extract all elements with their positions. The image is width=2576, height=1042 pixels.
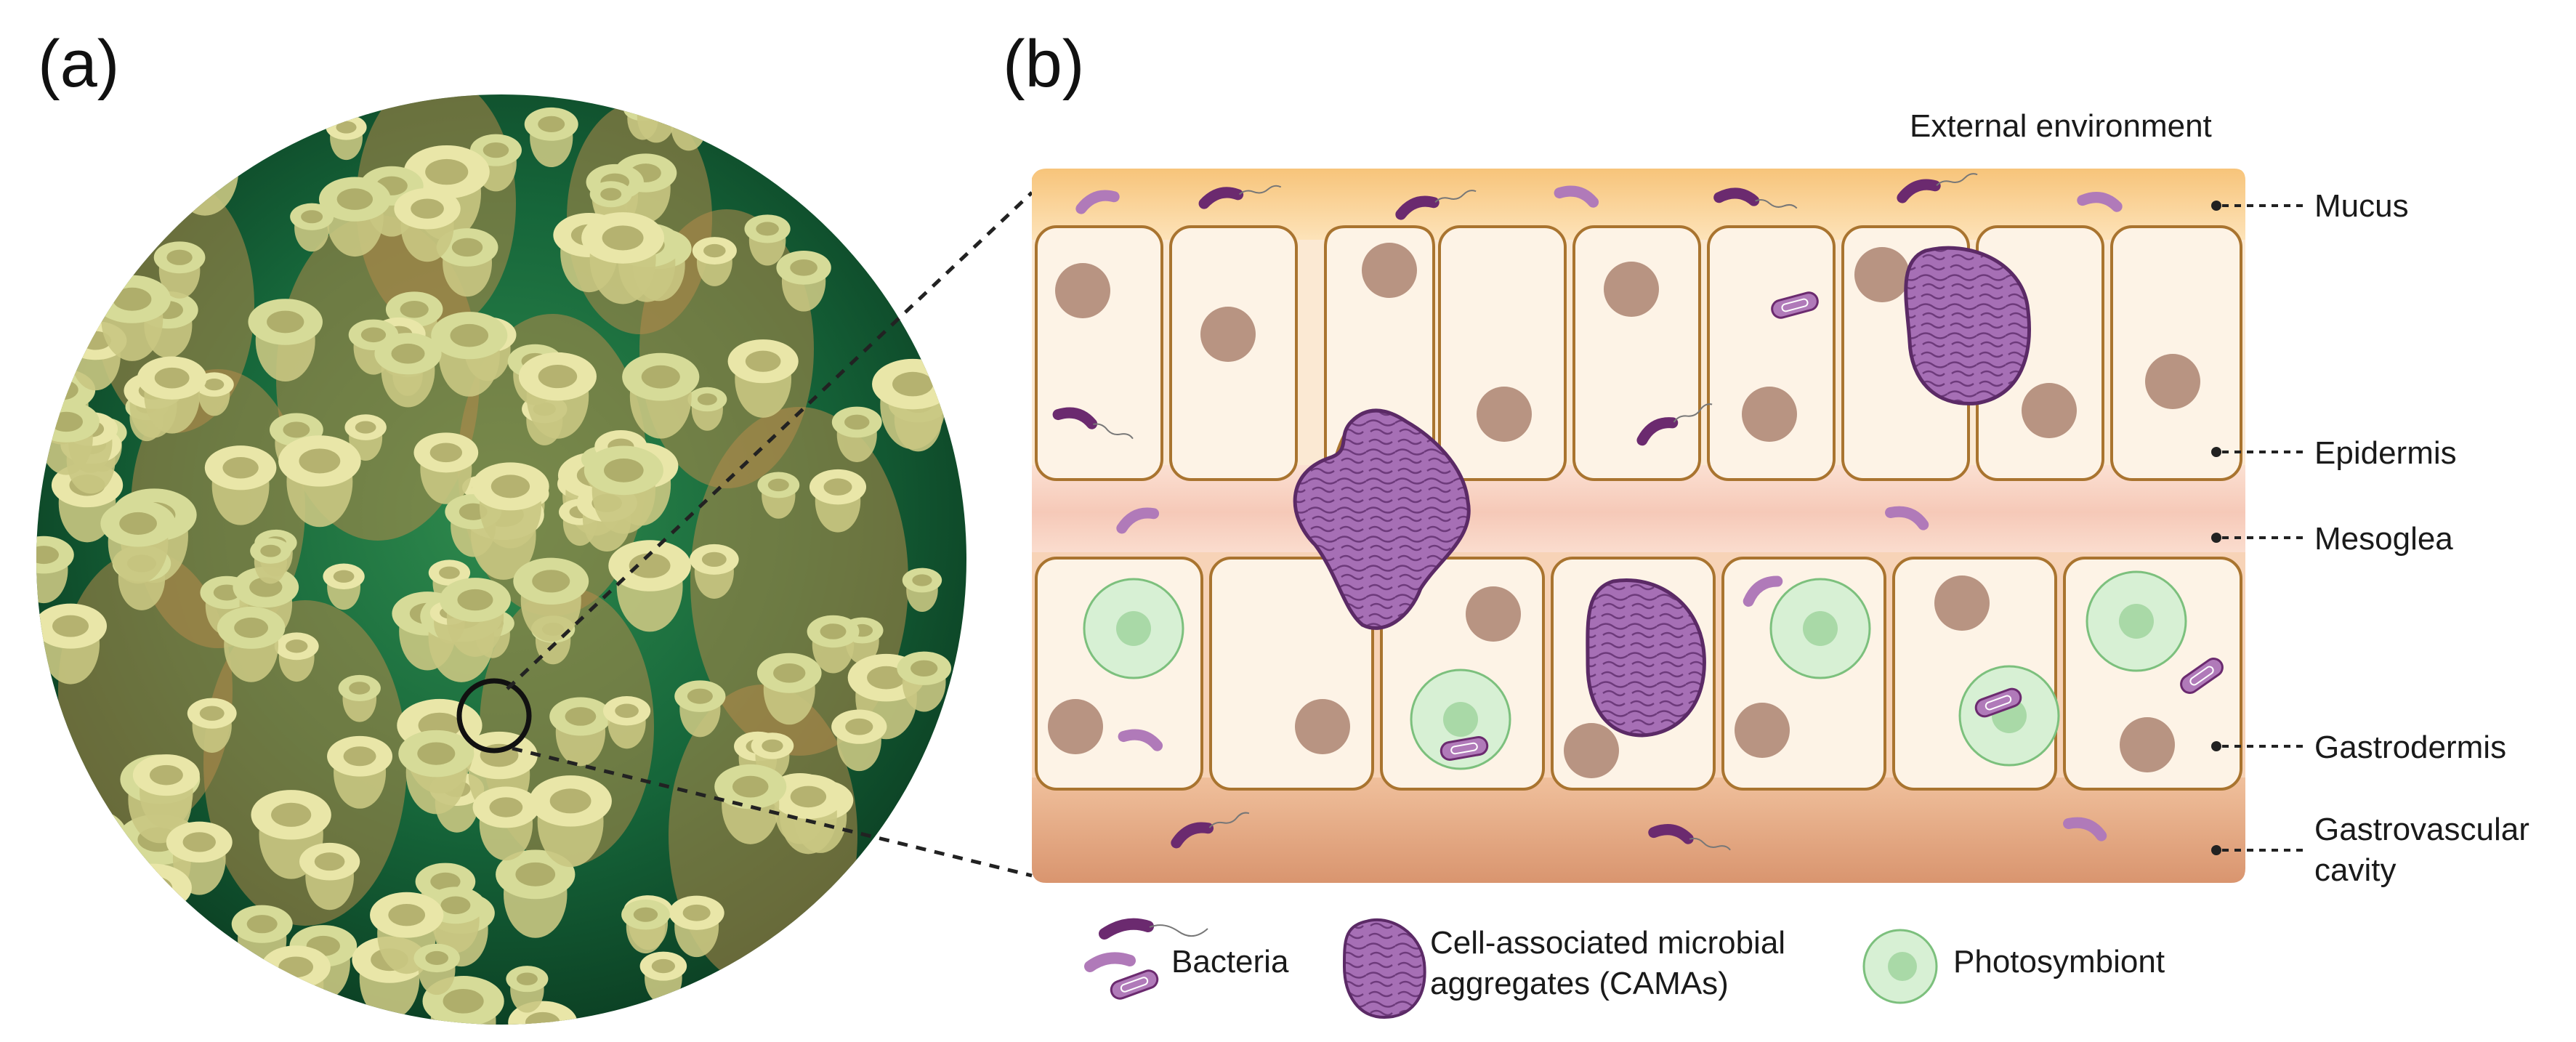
zoom-circle <box>456 678 532 754</box>
legend-photosymbiont-label: Photosymbiont <box>1953 944 2165 980</box>
legend-photosymbiont-icon <box>1862 929 1938 1004</box>
layer-labels: External environment Mucus Epidermis Mes… <box>1910 108 2529 888</box>
panel-label-a: (a) <box>38 27 120 101</box>
cama-mesoglea <box>1293 408 1471 630</box>
tissue-diagram <box>1032 169 2245 883</box>
label-cavity: cavity <box>2314 852 2396 888</box>
label-epidermis: Epidermis <box>2314 435 2457 471</box>
gastrovascular-cavity-layer <box>1032 778 2245 883</box>
cama-gastrodermis <box>1586 578 1706 738</box>
mucus-layer <box>1032 169 2245 240</box>
legend-camas-label-1: Cell-associated microbial <box>1430 925 1785 961</box>
label-gastrovascular: Gastrovascular <box>2314 812 2529 847</box>
cama-epidermis <box>1904 246 2031 405</box>
label-external-environment: External environment <box>1910 108 2212 144</box>
legend-bacteria-icon <box>1084 918 1208 1000</box>
label-mesoglea: Mesoglea <box>2314 521 2453 557</box>
legend-camas-label-2: aggregates (CAMAs) <box>1430 966 1729 1001</box>
legend: Bacteria Cell-associated microbial aggre… <box>1084 918 2165 1019</box>
label-mucus: Mucus <box>2314 188 2409 224</box>
coral-photo <box>36 94 966 1025</box>
label-gastrodermis: Gastrodermis <box>2314 730 2506 765</box>
zoom-line-bottom <box>512 746 1033 878</box>
legend-cama-icon <box>1342 918 1426 1019</box>
panel-label-b: (b) <box>1003 27 1085 101</box>
zoom-line-top <box>506 191 1033 690</box>
legend-bacteria-label: Bacteria <box>1171 944 1289 980</box>
